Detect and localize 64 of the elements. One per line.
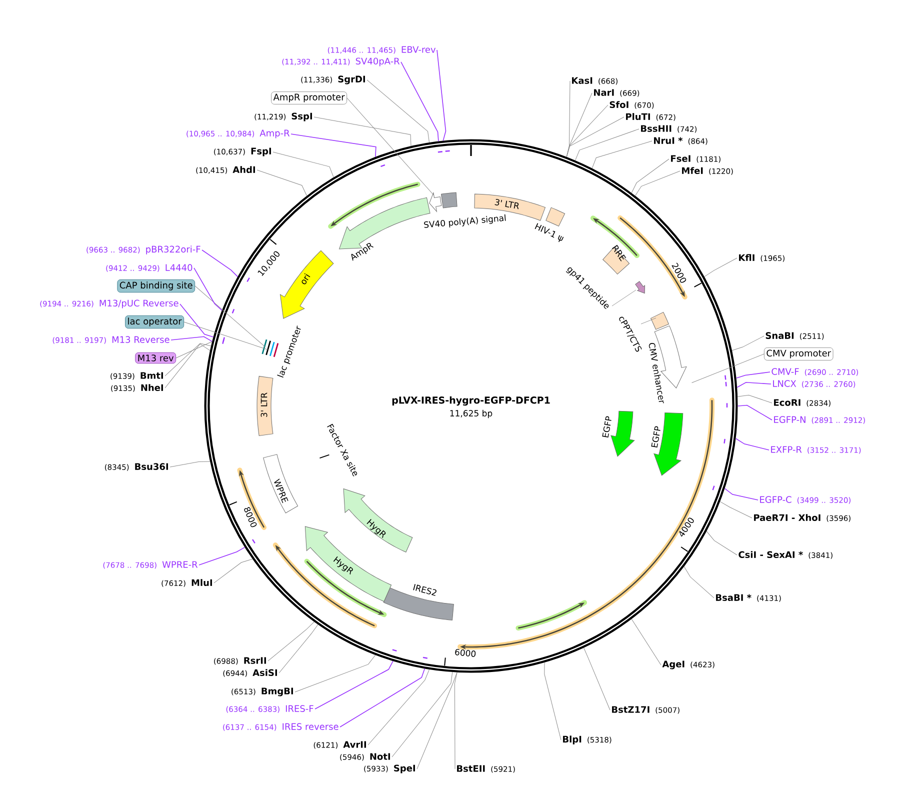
leader-line — [684, 566, 714, 598]
leader-line — [164, 344, 210, 388]
leader-line — [314, 660, 394, 710]
leader-line — [732, 336, 764, 351]
leader-line — [366, 80, 430, 143]
plasmid-name: pLVX-IRES-hygro-EGFP-DFCP1 — [392, 396, 550, 406]
leader-line — [346, 98, 434, 196]
leader-line — [164, 343, 212, 376]
feature-label: AmpR promoter — [271, 92, 347, 104]
leader-line — [198, 546, 246, 566]
leader-line — [631, 158, 670, 194]
leader-line — [194, 286, 266, 348]
leader-line — [400, 62, 439, 142]
leader-line — [566, 116, 624, 158]
leader-line — [392, 672, 453, 758]
gene-segment: EGFP — [602, 410, 635, 457]
feature-label: lac operator — [125, 315, 184, 329]
leader-line — [634, 170, 680, 196]
leader-line — [583, 648, 610, 710]
leader-line — [256, 170, 308, 196]
feature-box: 3' LTR — [256, 376, 274, 436]
leader-line — [736, 372, 770, 379]
scale-label: 8000 — [244, 507, 257, 528]
node-label: EGFP — [602, 416, 612, 438]
leader-line — [737, 394, 772, 404]
leader-line — [735, 438, 770, 450]
leader-line — [416, 672, 458, 770]
leader-line — [720, 501, 752, 518]
plasmid-size: 11,625 bp — [450, 410, 492, 418]
leader-line — [170, 461, 210, 468]
leader-line — [278, 624, 318, 674]
feature-label: CMV promoter — [764, 348, 834, 360]
leader-line — [294, 654, 376, 692]
leader-line — [737, 404, 772, 420]
leader-line — [176, 341, 212, 358]
gene-segment: ori — [280, 250, 334, 319]
leader-line — [272, 152, 334, 178]
leader-line — [724, 488, 758, 500]
leader-line — [180, 304, 214, 338]
leader-line — [544, 662, 562, 740]
leader-line — [692, 354, 764, 384]
leader-line — [736, 382, 772, 388]
leader-line — [706, 530, 738, 556]
scale-label: 6000 — [455, 648, 476, 657]
leader-line — [290, 134, 376, 158]
leader-line — [704, 258, 738, 277]
leader-line — [214, 558, 253, 584]
leader-line — [368, 669, 430, 746]
leader-line — [340, 668, 426, 728]
leader-line — [184, 322, 268, 350]
feature-label: CAP binding site — [117, 279, 195, 293]
leader-line — [268, 622, 314, 662]
leader-line — [574, 128, 640, 161]
leader-line — [631, 618, 662, 666]
leader-line — [194, 268, 222, 311]
leader-line — [170, 336, 213, 342]
leader-line — [436, 50, 446, 142]
leader-line — [592, 140, 652, 169]
leader-line — [314, 116, 412, 146]
gene-segment: EGFP — [651, 412, 684, 476]
leader-line — [454, 672, 458, 770]
feature-label: M13 rev — [135, 352, 176, 364]
gene-segment: CMV enhancer — [648, 326, 687, 404]
leader-line — [202, 250, 238, 278]
